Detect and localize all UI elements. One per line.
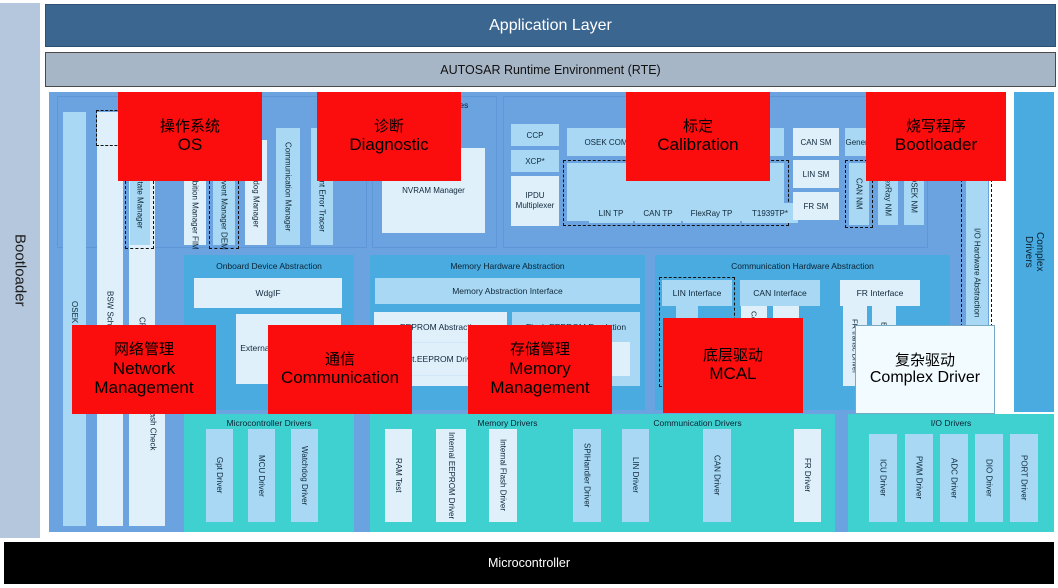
- highlight-bootloader-en: Bootloader: [894, 135, 978, 155]
- highlight-diagnostic-cn: 诊断: [373, 117, 404, 135]
- module-lin-interface: LIN Interface: [662, 280, 732, 306]
- module-fr-sm: FR SM: [793, 192, 839, 220]
- module-ccp: CCP: [511, 124, 559, 146]
- highlight-calibration-cn: 标定: [682, 117, 713, 135]
- highlight-diagnostic-en: Diagnostic: [349, 135, 429, 155]
- highlight-calibration-en: Calibration: [657, 135, 739, 155]
- application-layer: Application Layer: [45, 4, 1056, 47]
- memory-hardware-abstraction-title: Memory Hardware Abstraction: [450, 261, 565, 271]
- module-ram-test: RAM Test: [385, 429, 412, 522]
- module-spihandler-driver: SPIHandler Driver: [573, 429, 601, 522]
- module-can-tp: CAN TP: [635, 203, 681, 223]
- communication-hardware-abstraction-title: Communication Hardware Abstraction: [731, 261, 874, 271]
- highlight-mcal: 底层驱动 MCAL: [663, 318, 803, 413]
- highlight-os-en: OS: [177, 135, 203, 155]
- highlight-diagnostic: 诊断 Diagnostic: [317, 92, 461, 181]
- highlight-memory-management-cn: 存储管理: [509, 341, 570, 359]
- module-fr-interface: FR Interface: [840, 280, 920, 306]
- highlight-complex-driver-en: Complex Driver: [869, 368, 981, 386]
- application-layer-label: Application Layer: [489, 16, 612, 34]
- highlight-os: 操作系统 OS: [118, 92, 262, 181]
- module-flexray-tp: FlexRay TP: [683, 203, 740, 223]
- highlight-network-management: 网络管理 Network Management: [72, 325, 216, 414]
- highlight-mcal-en: MCAL: [709, 364, 757, 384]
- module-port-driver: PORT Driver: [1010, 434, 1038, 522]
- module-lin-sm: LIN SM: [793, 160, 839, 188]
- module-lin-driver: LIN Driver: [622, 429, 649, 522]
- bootloader-column-label: Bootloader: [11, 234, 29, 307]
- highlight-communication-en: Communication: [280, 368, 400, 388]
- highlight-memory-management-en-2: Management: [490, 377, 590, 397]
- highlight-memory-management-en-1: Memory: [509, 358, 571, 378]
- module-can-driver: CAN Driver: [703, 429, 731, 522]
- microcontroller-bar: Microcontroller: [4, 542, 1054, 584]
- module-wdgif: WdgIF: [194, 278, 342, 308]
- module-pwm-driver: PWM Driver: [905, 434, 933, 522]
- highlight-complex-driver: 复杂驱动 Complex Driver: [855, 325, 995, 414]
- bootloader-column: Bootloader: [0, 3, 40, 538]
- module-can-nm: CAN NM: [849, 163, 869, 225]
- module-bsw-scheduler: BSW Scheduler: [97, 112, 123, 526]
- highlight-memory-management: 存储管理 Memory Management: [468, 325, 612, 414]
- module-can-interface: CAN Interface: [740, 280, 820, 306]
- rte-label: AUTOSAR Runtime Environment (RTE): [440, 62, 661, 77]
- highlight-network-management-en-1: Network: [112, 358, 176, 378]
- rte-layer: AUTOSAR Runtime Environment (RTE): [45, 52, 1056, 87]
- module-icu-driver: ICU Driver: [869, 434, 897, 522]
- module-mcu-driver: MCU Driver: [248, 429, 275, 522]
- highlight-network-management-en-2: Management: [94, 377, 194, 397]
- complex-drivers-column: Complex Drivers: [1014, 92, 1054, 412]
- microcontroller-label: Microcontroller: [488, 556, 570, 570]
- highlight-bootloader-cn: 烧写程序: [905, 117, 966, 135]
- highlight-communication: 通信 Communication: [268, 325, 412, 414]
- memory-drivers-title: Memory Drivers: [477, 417, 538, 428]
- module-dio-driver: DIO Driver: [975, 434, 1003, 522]
- highlight-mcal-cn: 底层驱动: [702, 346, 763, 364]
- module-watchdog-driver: Watchdog Driver: [291, 429, 318, 522]
- module-adc-driver: ADC Driver: [940, 434, 968, 522]
- module-ipdu-multiplexer: IPDU Multiplexer: [511, 176, 559, 226]
- highlight-communication-cn: 通信: [324, 350, 355, 368]
- module-fr-driver: FR Driver: [794, 429, 821, 522]
- communication-drivers-title: Communication Drivers: [653, 417, 742, 428]
- io-drivers-title: I/O Drivers: [930, 417, 972, 428]
- module-xcp: XCP*: [511, 150, 559, 172]
- highlight-os-cn: 操作系统: [159, 117, 220, 135]
- module-osek-os: OSEK OS: [63, 112, 86, 526]
- module-internal-flash-driver: Internal Flash Driver: [489, 429, 517, 522]
- module-lin-tp: LIN TP: [589, 203, 633, 223]
- module-io-hardware-abstraction: I/O Hardware Abstraction: [966, 178, 988, 368]
- module-memory-abstraction-interface: Memory Abstraction Interface: [375, 278, 640, 304]
- module-communication-manager: Communication Manager: [276, 128, 300, 245]
- complex-drivers-label: Complex Drivers: [1023, 232, 1045, 272]
- highlight-bootloader: 烧写程序 Bootloader: [866, 92, 1006, 181]
- module-can-sm: CAN SM: [793, 128, 839, 156]
- module-gpt-driver: Gpt Driver: [206, 429, 233, 522]
- communication-drivers-group: Communication Drivers: [560, 414, 835, 532]
- highlight-complex-driver-cn: 复杂驱动: [894, 351, 955, 369]
- dashed-box-can-nm: [845, 160, 873, 228]
- highlight-network-management-cn: 网络管理: [113, 341, 174, 359]
- microcontroller-drivers-title: Microcontroller Drivers: [226, 417, 312, 428]
- module-t1939tp: T1939TP*: [742, 203, 798, 223]
- module-internal-eeprom-driver: Internal EEPROM Driver: [436, 429, 466, 522]
- onboard-device-abstraction-title: Onboard Device Abstraction: [216, 261, 322, 271]
- highlight-calibration: 标定 Calibration: [626, 92, 770, 181]
